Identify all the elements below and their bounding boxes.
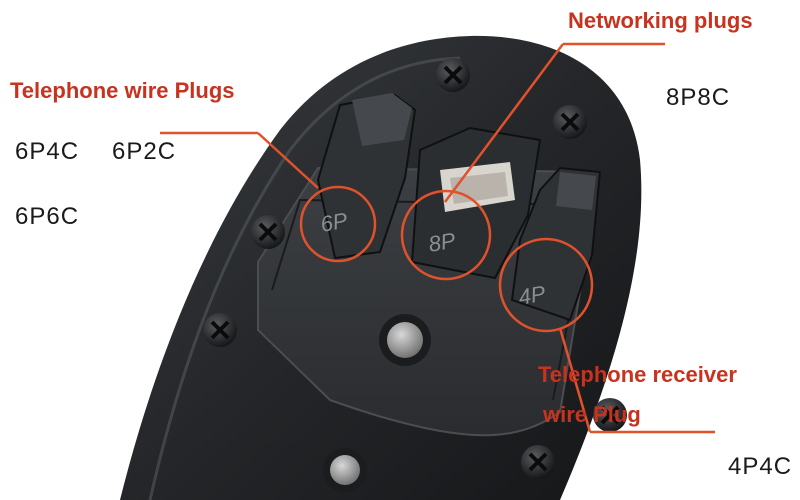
screw-icon	[553, 105, 587, 139]
screw-icon	[251, 215, 285, 249]
pivot-pin	[379, 314, 431, 366]
label-telephone-receiver: Telephone receiver	[538, 362, 737, 387]
highlight-circle-4p	[498, 237, 594, 333]
label-6p4c: 6P4C	[15, 138, 80, 165]
screw-icon	[436, 58, 470, 92]
label-telephone-wire-plugs: Telephone wire Plugs	[10, 78, 235, 103]
die-6p	[316, 93, 417, 260]
highlight-circle-6p	[299, 185, 377, 263]
die-mark-4p: 4P	[517, 281, 548, 310]
label-6p2c: 6P2C	[112, 138, 177, 165]
label-wire-plug: wire Plug	[543, 402, 641, 427]
label-4p4c: 4P4C	[728, 453, 793, 480]
label-6p6c: 6P6C	[15, 203, 80, 230]
highlight-circle-8p	[400, 189, 492, 281]
die-mark-6p: 6P	[319, 208, 350, 237]
die-mark-8p: 8P	[427, 228, 458, 257]
screw-icon	[593, 398, 627, 432]
die-4p	[510, 166, 602, 322]
label-8p8c: 8P8C	[666, 84, 731, 111]
tool-body-highlight	[148, 56, 461, 500]
label-networking-plugs: Networking plugs	[568, 8, 753, 33]
pivot-pin	[323, 448, 367, 492]
screw-icon	[521, 445, 555, 479]
screw-icon	[203, 313, 237, 347]
callout-lines	[160, 42, 715, 434]
